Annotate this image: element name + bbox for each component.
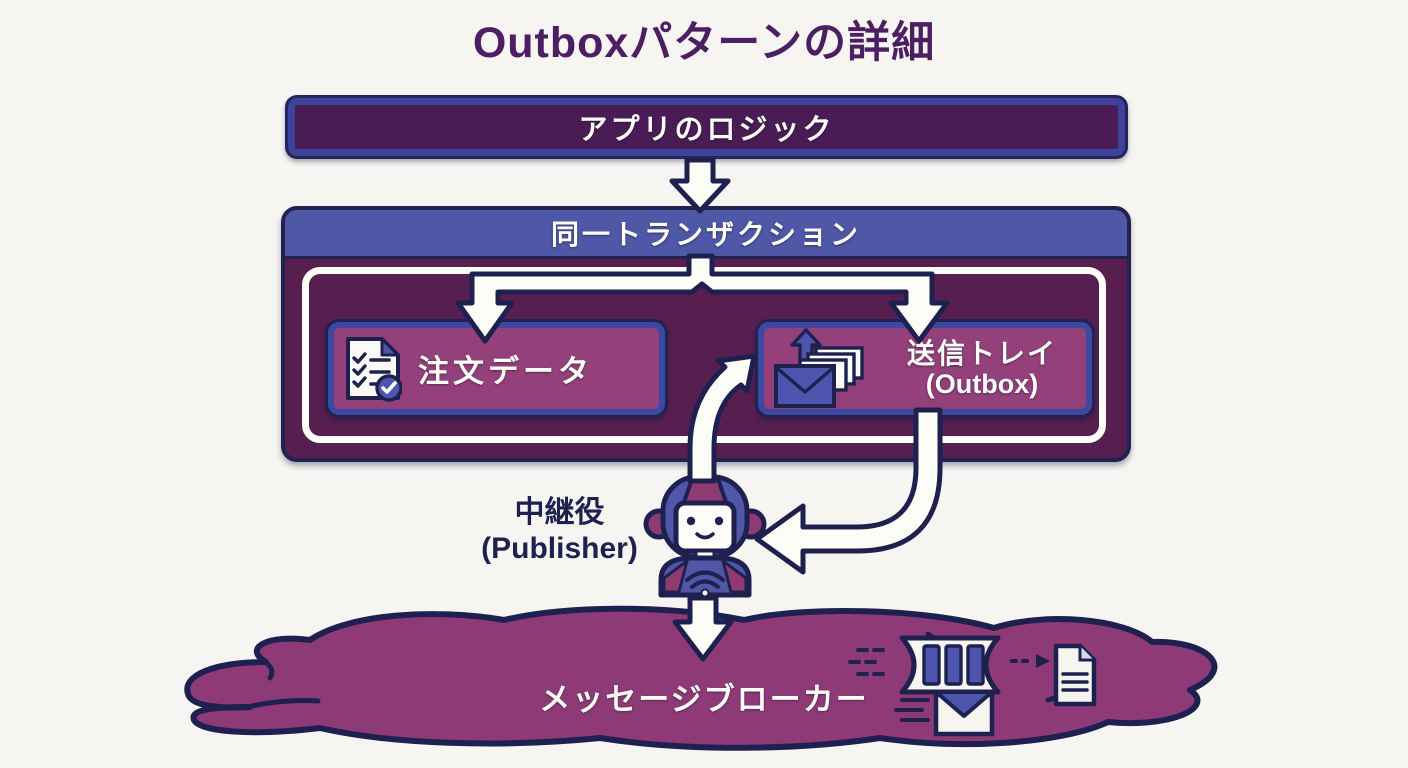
outbox-label: 送信トレイ xyxy=(906,337,1057,369)
order-data-box: 注文データ xyxy=(325,319,668,418)
document-icon xyxy=(1053,643,1097,707)
outgoing-mail-stack-icon xyxy=(774,327,864,408)
app-logic-label: アプリのロジック xyxy=(578,114,835,146)
transaction-header: 同一トランザクション xyxy=(285,210,1127,259)
publisher-label: 中継役 (Publisher) xyxy=(452,495,667,567)
outbox-sublabel: (Outbox) xyxy=(925,368,1039,399)
app-logic-box: アプリのロジック xyxy=(285,95,1128,159)
publisher-label-line1: 中継役 xyxy=(514,496,605,529)
arrow-publisher-to-broker xyxy=(672,595,734,662)
envelope-icon xyxy=(894,689,995,737)
broker-label: メッセージブローカー xyxy=(539,682,869,717)
publisher-label-line2: (Publisher) xyxy=(481,532,638,565)
order-data-label: 注文データ xyxy=(418,354,593,389)
dashed-arrow-icon xyxy=(1010,654,1050,668)
transaction-header-label: 同一トランザクション xyxy=(550,219,861,250)
checklist-document-icon xyxy=(346,336,402,402)
arrow-app-to-transaction xyxy=(669,157,731,214)
outbox-box: 送信トレイ (Outbox) xyxy=(755,319,1095,418)
page-title: Outboxパターンの詳細 xyxy=(472,19,936,67)
